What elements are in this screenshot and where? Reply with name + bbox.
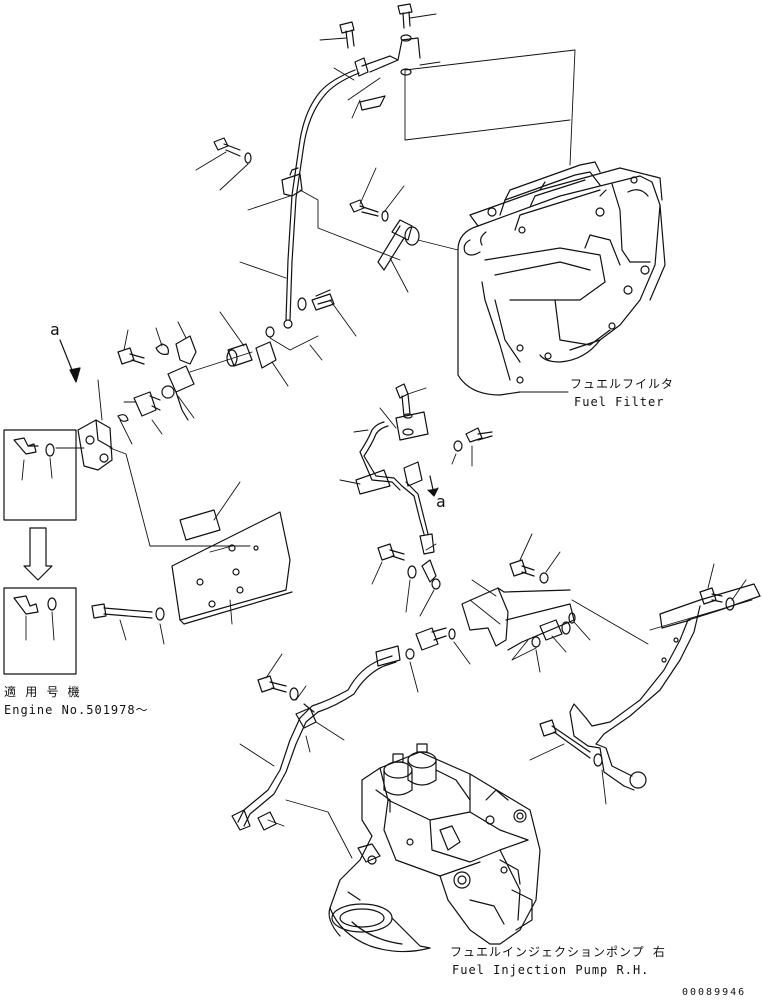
center-bracket-tube bbox=[340, 384, 492, 616]
fuel-filter-label-en: Fuel Filter bbox=[574, 395, 665, 409]
fuel-filter-assembly bbox=[405, 50, 665, 395]
injection-pump-label-jp: フュエルインジェクションポンプ 右 bbox=[450, 945, 666, 959]
injection-pump bbox=[329, 744, 540, 952]
connector-fittings bbox=[60, 290, 356, 444]
fuel-filter-label-jp: フュエルフイルタ bbox=[570, 377, 675, 391]
view-mark-a-left: a bbox=[50, 320, 60, 339]
right-stay-bracket bbox=[462, 534, 760, 804]
drain-tube bbox=[240, 70, 359, 328]
injection-pump-label-en: Fuel Injection Pump R.H. bbox=[452, 963, 650, 977]
inset-boxes bbox=[4, 430, 76, 674]
applicable-label-jp: 適 用 号 機 bbox=[4, 685, 81, 699]
drawing-code: 00089946 bbox=[682, 987, 747, 998]
view-mark-a-center: a bbox=[436, 492, 446, 511]
injection-pipe bbox=[232, 628, 470, 858]
mounting-plate bbox=[56, 380, 292, 644]
clamp-bolts-upper bbox=[196, 138, 458, 292]
top-bracket-group bbox=[320, 4, 440, 118]
engine-number-label: Engine No.501978～ bbox=[4, 703, 149, 717]
